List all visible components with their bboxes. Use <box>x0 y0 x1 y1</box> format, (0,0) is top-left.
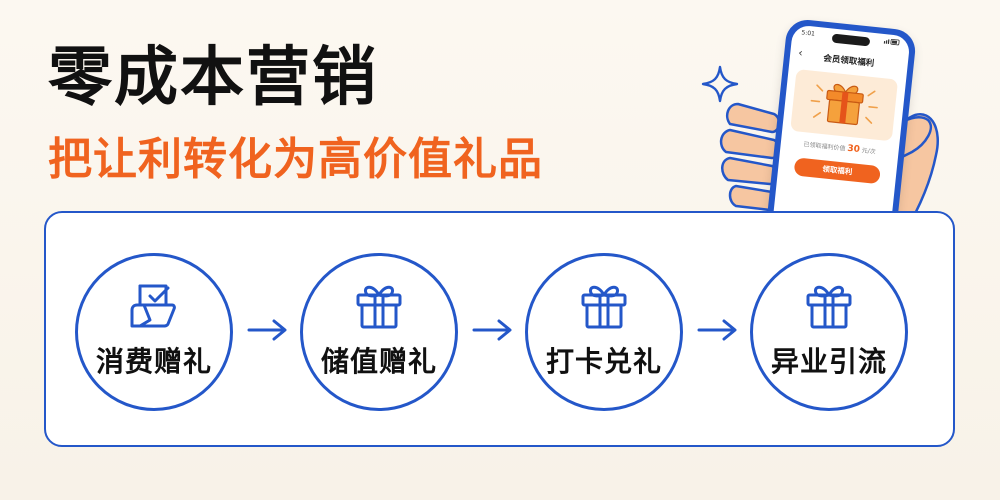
headline: 零成本营销 <box>48 41 378 115</box>
phone-status-time: 5:01 <box>801 29 816 38</box>
step-label: 打卡兑礼 <box>545 345 662 378</box>
step-checkin-redeem-gift: 打卡兑礼 <box>525 253 683 411</box>
phone-screen-title: 会员领取福利 <box>822 53 875 70</box>
arrow-right-icon <box>697 319 737 341</box>
process-panel: 消费赠礼 储值赠礼 <box>44 211 955 447</box>
gift-box-orange-icon <box>810 83 878 126</box>
receipt-check-icon <box>130 284 176 328</box>
phone-notch <box>831 33 871 47</box>
step-label: 异业引流 <box>770 345 887 378</box>
subheadline: 把让利转化为高价值礼品 <box>48 134 543 185</box>
step-cross-industry-traffic: 异业引流 <box>750 253 908 411</box>
step-consume-gift: 消费赠礼 <box>75 253 233 411</box>
gift-box-icon <box>581 285 627 329</box>
sparkle-icon <box>701 65 739 103</box>
step-label: 消费赠礼 <box>95 345 212 378</box>
phone-device: 5:01 ‹ 会员领取福利 <box>764 17 918 253</box>
step-stored-value-gift: 储值赠礼 <box>300 253 458 411</box>
claim-benefit-button[interactable]: 领取福利 <box>793 157 881 185</box>
battery-icon <box>883 38 900 46</box>
step-label: 储值赠礼 <box>320 345 437 378</box>
phone-illustration: 5:01 ‹ 会员领取福利 <box>700 17 960 253</box>
gift-box-icon <box>806 285 852 329</box>
arrow-right-icon <box>247 319 287 341</box>
arrow-right-icon <box>472 319 512 341</box>
phone-screen: 5:01 ‹ 会员领取福利 <box>771 24 911 246</box>
gift-box-icon <box>356 285 402 329</box>
phone-gift-card <box>790 69 899 142</box>
